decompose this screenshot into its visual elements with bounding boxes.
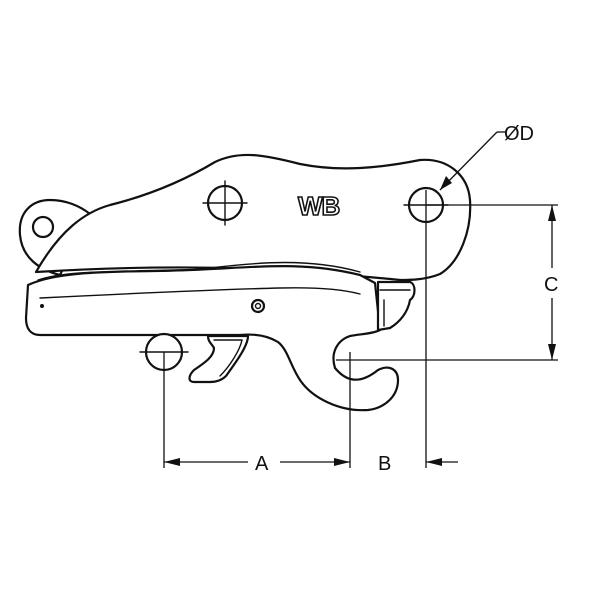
release-lever <box>188 334 250 384</box>
pivot-pin-inner <box>254 302 262 310</box>
dim-d-label: ØD <box>504 123 534 145</box>
wedge-detail <box>379 289 411 327</box>
pivot-pin <box>250 298 266 314</box>
release-lever-inner <box>213 339 243 377</box>
dimension-c: C <box>336 204 558 361</box>
upper-plate-outline <box>34 153 472 282</box>
rivet-dot <box>40 304 44 308</box>
dim-a-arrow-right <box>334 458 350 466</box>
dimension-b: B <box>378 190 458 475</box>
dim-c-arrow-bottom <box>548 344 556 360</box>
lifting-eye-hole <box>31 215 55 239</box>
pin-rear <box>202 180 248 226</box>
wedge-block <box>376 280 416 332</box>
dim-d-arrow <box>440 176 452 190</box>
lower-frame-outline <box>24 265 400 412</box>
dim-c-arrow-top <box>548 205 556 221</box>
brand-logo: WB <box>298 191 340 221</box>
frame-top-contour <box>37 261 361 281</box>
dim-a-arrow-left <box>164 458 180 466</box>
dimension-d: ØD <box>439 123 534 191</box>
coupler-lower-frame <box>24 261 400 412</box>
locking-wedge <box>376 280 416 332</box>
release-lever-outline <box>188 334 250 384</box>
coupler-upper-plate <box>18 153 472 282</box>
dim-c-label: C <box>544 274 558 296</box>
dim-b-arrow <box>426 458 442 466</box>
frame-seam-line <box>39 287 361 299</box>
dimension-a: A <box>163 352 351 475</box>
dim-b-label: B <box>378 453 391 475</box>
dim-a-label: A <box>255 453 269 475</box>
